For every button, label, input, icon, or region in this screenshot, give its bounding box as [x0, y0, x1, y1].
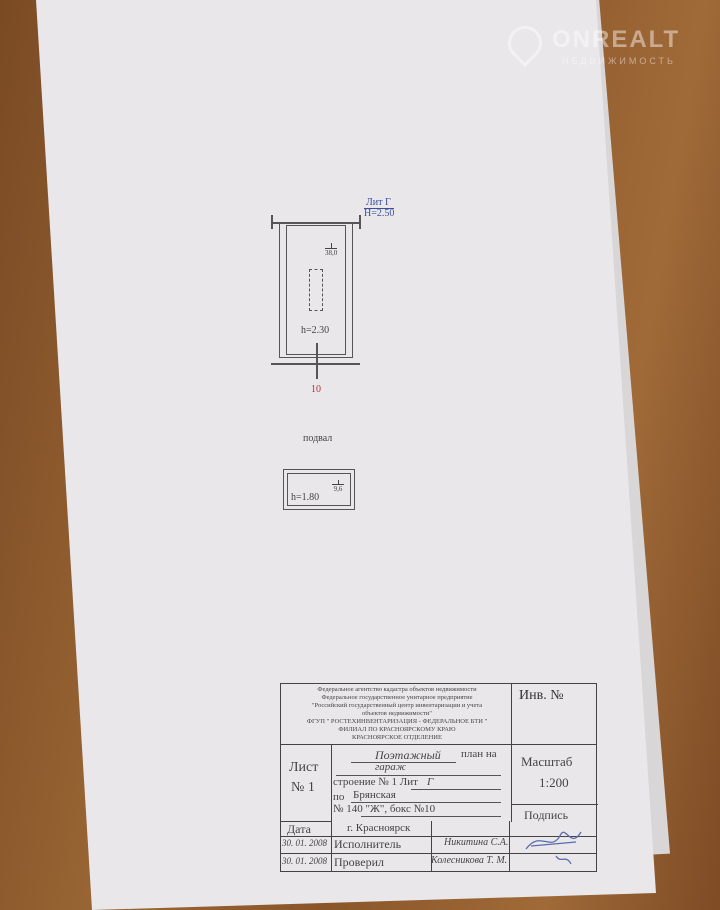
basement-label: подвал: [303, 433, 333, 444]
date-label: Дата: [287, 822, 311, 836]
scale-value: 1:200: [539, 775, 569, 790]
date-checker: 30. 01. 2008: [282, 856, 327, 866]
role-executor: Исполнитель: [334, 837, 402, 851]
address: № 140 "Ж", бокс №10: [333, 803, 436, 815]
plan-on: план на: [461, 748, 497, 760]
room-height: h=2.30: [301, 325, 330, 336]
dim-tick: [271, 215, 273, 229]
title-block: Федеральное агентство кадастра объектов …: [280, 683, 598, 872]
watermark-tagline: НЕДВИЖИМОСТЬ: [562, 56, 676, 66]
city: г. Красноярск: [347, 822, 411, 834]
name-checker: Колесникова Т. М.: [431, 855, 508, 866]
sheet-label: Лист: [289, 760, 319, 775]
basement-height: h=1.80: [291, 492, 320, 503]
inv-label: Инв. №: [519, 688, 564, 703]
basement-area-marker: 9,6: [332, 480, 344, 493]
scale-label: Масштаб: [521, 754, 573, 769]
dim-tick: [359, 215, 361, 229]
basement-outer-wall: [283, 469, 355, 510]
basement-inner-wall: [287, 473, 351, 506]
object-type: гараж: [375, 761, 407, 773]
height-total: H=2.50: [364, 208, 395, 219]
street-prefix: по: [333, 791, 345, 803]
lit-divider: [364, 208, 394, 209]
plan-type: Поэтажный: [375, 748, 441, 762]
role-checker: Проверил: [334, 855, 384, 869]
area-marker: 38,0: [325, 243, 337, 257]
signature-image: [525, 831, 582, 865]
watermark-brand: ONREALT: [552, 26, 681, 53]
room-number: 10: [311, 384, 321, 395]
lit-label: Лит Г: [366, 197, 391, 208]
date-executor: 30. 01. 2008: [282, 838, 327, 848]
sheet-number: № 1: [291, 780, 315, 795]
axis-line: [316, 343, 318, 379]
bottom-dimension-line: [271, 363, 360, 365]
room-area: 38,0: [325, 248, 338, 257]
org-header: Федеральное агентство кадастра объектов …: [306, 686, 488, 741]
name-executor: Никитина С.А.: [444, 837, 509, 848]
lit: Г: [427, 776, 434, 788]
pit-outline: [309, 269, 323, 311]
basement-area: 9,6: [332, 484, 344, 493]
building: строение № 1 Лит: [333, 776, 418, 788]
signature-label: Подпись: [524, 808, 569, 822]
street: Брянская: [353, 789, 396, 801]
